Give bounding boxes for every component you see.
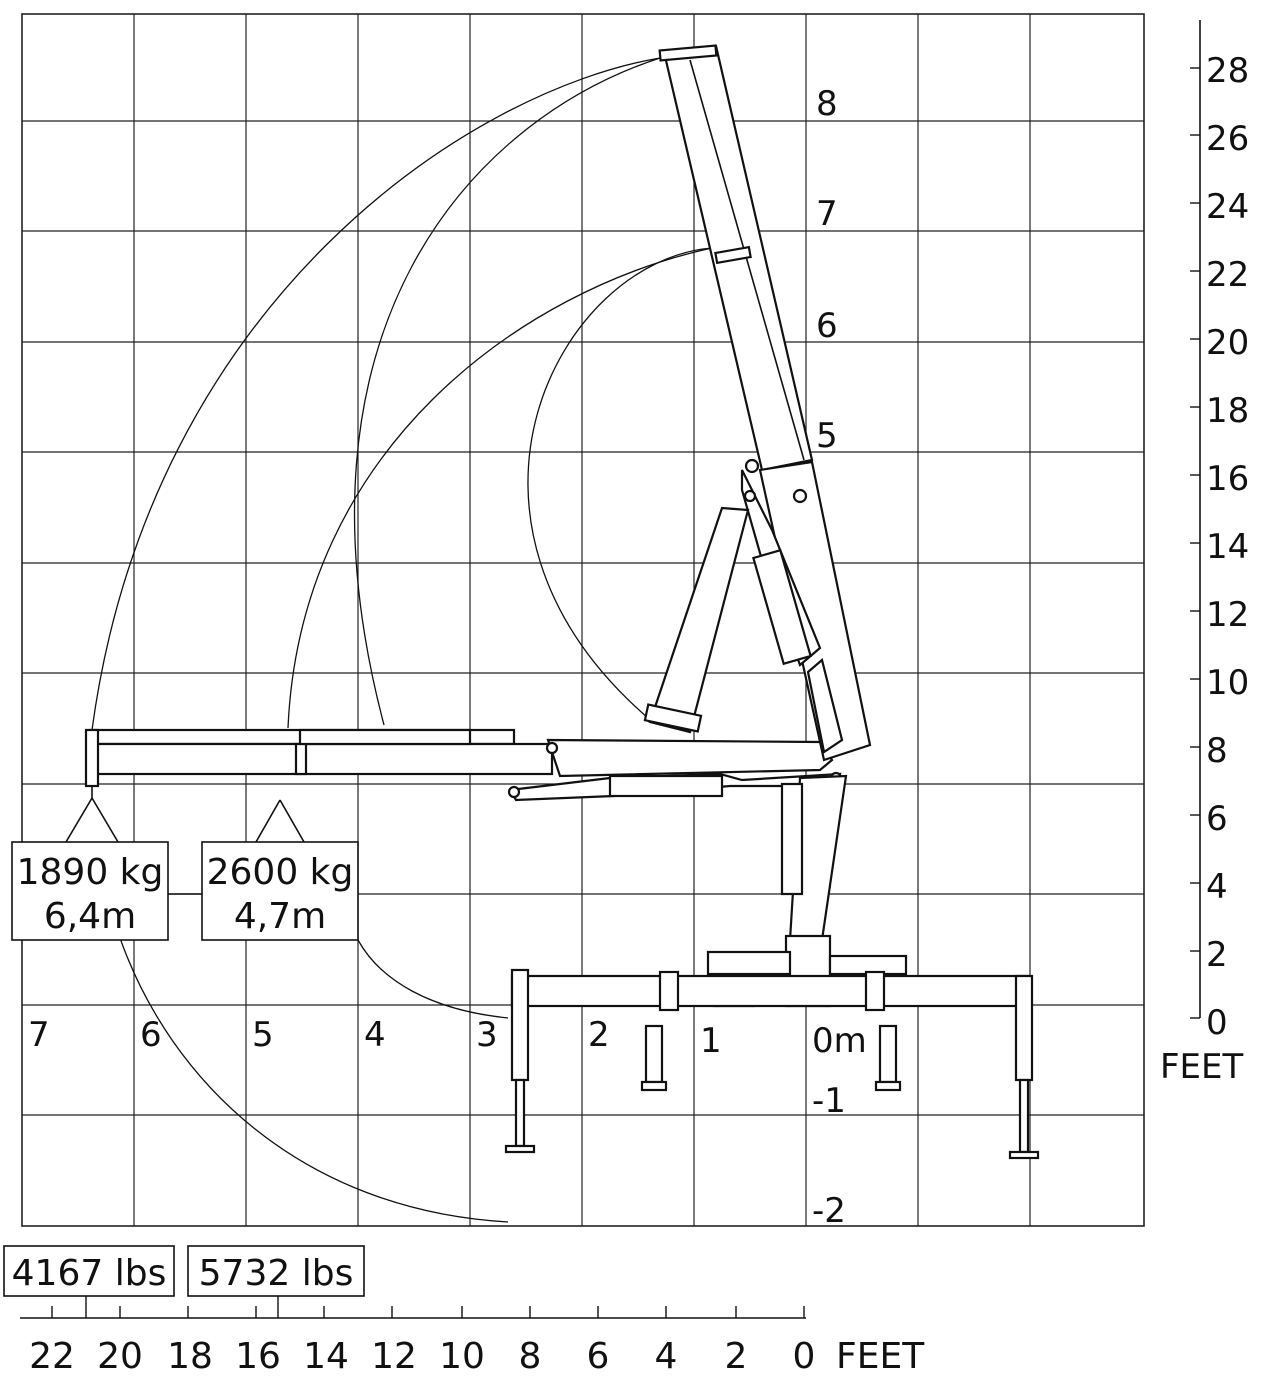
feet-tick-18: 18 [1206,391,1249,431]
feet-tick-2: 2 [1206,935,1228,975]
height-label-5m: 5 [816,416,838,456]
load-box-4167-lbs: 4167 lbs [3,1245,175,1297]
grid [21,13,1145,1227]
reach-label-1m: 1 [700,1021,722,1061]
feet-tick-20: 20 [1206,323,1249,363]
feet-reach-4: 4 [655,1336,678,1377]
horizontal-boom [84,728,843,802]
load-imperial-1: 4167 lbs [12,1253,167,1294]
feet-tick-8: 8 [1206,731,1228,771]
feet-reach-0: 0 [793,1336,816,1377]
load-box-5732-lbs: 5732 lbs [187,1245,365,1297]
feet-reach-unit: FEET [836,1336,925,1377]
feet-tick-6: 6 [1206,799,1228,839]
reach-value-2: 4,7m [234,896,326,937]
reach-label-2m: 2 [588,1015,610,1055]
feet-tick-28: 28 [1206,51,1249,91]
outriggers [504,968,1040,1160]
feet-reach-14: 14 [303,1336,349,1377]
meter-height-labels: 8 7 6 5 -1 -2 [812,84,846,1231]
feet-tick-14: 14 [1206,527,1249,567]
reach-value-1: 6,4m [44,896,136,937]
reach-label-4m: 4 [364,1015,386,1055]
height-label-7m: 7 [816,194,838,234]
reach-label-6m: 6 [140,1015,162,1055]
feet-reach-2: 2 [725,1336,748,1377]
feet-reach-10: 10 [439,1336,485,1377]
feet-tick-24: 24 [1206,187,1249,227]
feet-tick-10: 10 [1206,663,1249,703]
reach-label-5m: 5 [252,1015,274,1055]
feet-reach-22: 22 [29,1336,75,1377]
height-label-6m: 6 [816,306,838,346]
reach-label-3m: 3 [476,1015,498,1055]
feet-reach-6: 6 [587,1336,610,1377]
feet-reach-8: 8 [519,1336,542,1377]
load-indicator-brackets [65,786,305,895]
feet-height-scale: 28 26 24 22 20 18 16 14 12 10 8 6 4 2 0 … [1160,20,1249,1087]
feet-tick-22: 22 [1206,255,1249,295]
feet-reach-16: 16 [235,1336,281,1377]
meter-outreach-labels: 7 6 5 4 3 2 1 0m [28,1015,867,1061]
depth-label-1m: -1 [812,1081,846,1121]
feet-outreach-scale: 22 20 18 16 14 12 10 8 6 4 2 0 FEET [20,1296,925,1377]
feet-tick-26: 26 [1206,119,1249,159]
reach-arcs [91,57,713,1223]
load-box-1890: 1890 kg 6,4m [11,841,169,941]
load-value-2: 2600 kg [207,852,354,893]
reach-label-7m: 7 [28,1015,50,1055]
feet-tick-16: 16 [1206,459,1249,499]
feet-height-unit: FEET [1160,1047,1244,1087]
depth-label-2m: -2 [812,1191,846,1231]
feet-tick-0: 0 [1206,1003,1228,1043]
load-imperial-2: 5732 lbs [199,1253,354,1294]
feet-reach-12: 12 [371,1336,417,1377]
load-box-2600: 2600 kg 4,7m [201,841,359,941]
reach-label-0m: 0m [812,1021,867,1061]
feet-tick-4: 4 [1206,867,1228,907]
feet-tick-12: 12 [1206,595,1249,635]
feet-reach-18: 18 [167,1336,213,1377]
height-label-8m: 8 [816,84,838,124]
raised-boom [643,44,872,762]
feet-reach-20: 20 [97,1336,143,1377]
load-value-1: 1890 kg [17,852,164,893]
